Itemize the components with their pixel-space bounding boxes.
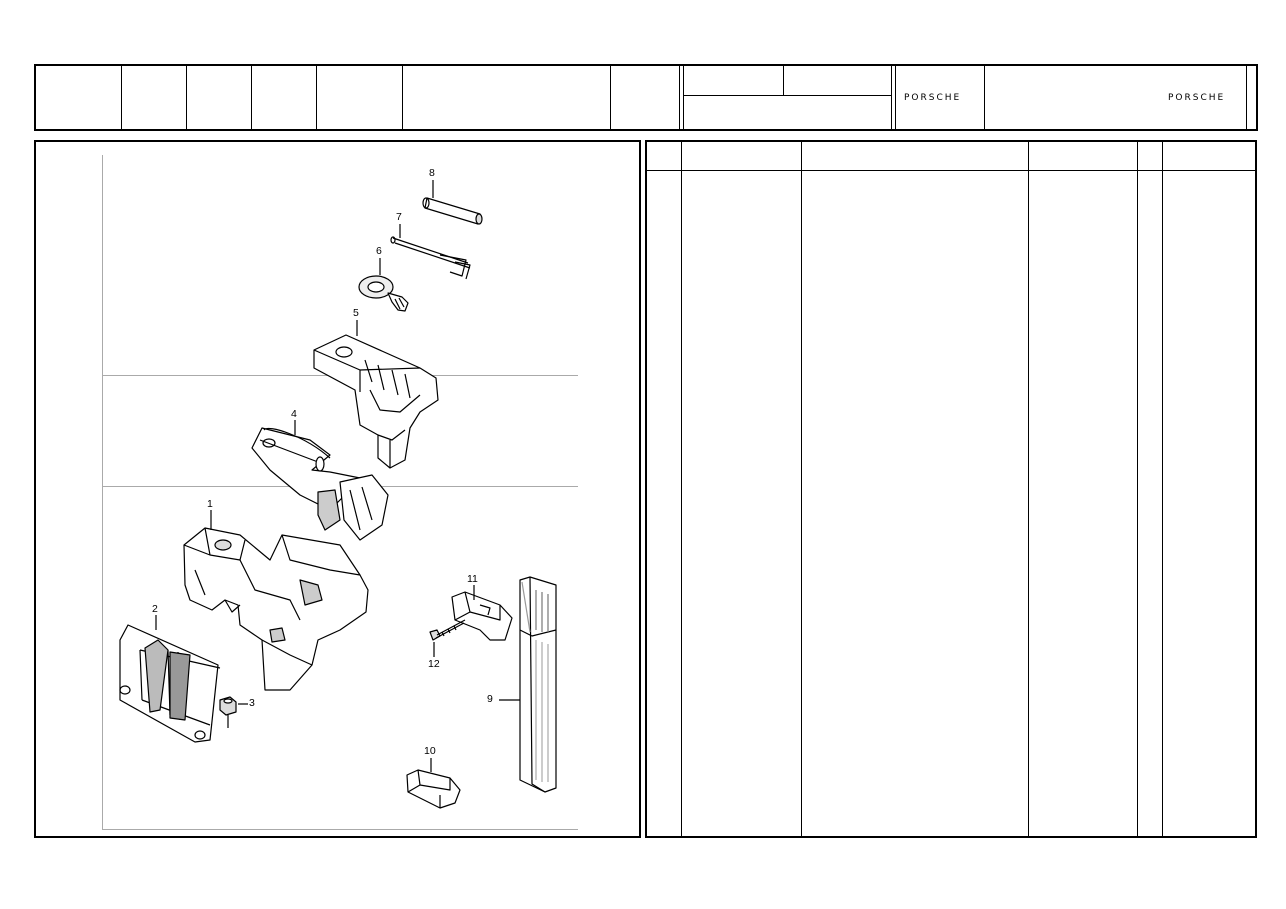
callout-3: 3 <box>249 697 255 709</box>
header-divider <box>316 66 317 129</box>
callout-1: 1 <box>207 498 213 510</box>
callout-11: 11 <box>467 573 478 585</box>
header-divider <box>783 66 784 95</box>
header-divider <box>1246 66 1247 129</box>
porsche-logo-left: PORSCHE <box>904 93 962 103</box>
table-column-divider <box>1028 142 1029 836</box>
callout-2: 2 <box>152 603 158 615</box>
header-divider <box>984 66 985 129</box>
parts-table-panel <box>645 140 1257 838</box>
part-2-shield <box>119 624 221 743</box>
header-subdivider <box>683 95 891 96</box>
table-column-divider <box>681 142 682 836</box>
header-divider <box>186 66 187 129</box>
header-divider <box>402 66 403 129</box>
callout-7: 7 <box>396 211 402 223</box>
table-column-divider <box>1137 142 1138 836</box>
header-divider <box>683 66 684 129</box>
porsche-logo-right: PORSCHE <box>1168 93 1226 103</box>
table-column-divider <box>1162 142 1163 836</box>
part-5-holder <box>313 334 439 469</box>
header-divider <box>679 66 680 129</box>
part-7-split-pin <box>390 236 471 280</box>
header-divider <box>891 66 892 129</box>
callout-5: 5 <box>353 307 359 319</box>
part-6-towing-eye <box>358 275 409 312</box>
callout-4: 4 <box>291 408 297 420</box>
diagram-panel <box>34 140 641 838</box>
part-12-screw <box>429 619 466 641</box>
part-10-small-pad <box>406 769 461 809</box>
part-1-main-holder <box>183 527 369 691</box>
table-column-divider <box>801 142 802 836</box>
part-4-bracket <box>251 427 389 541</box>
part-11-clip <box>451 591 513 641</box>
callout-10: 10 <box>424 745 436 757</box>
header-band <box>34 64 1258 131</box>
callout-12: 12 <box>428 658 440 670</box>
header-divider <box>895 66 896 129</box>
table-header-rule <box>647 170 1255 171</box>
part-8-pin <box>422 197 483 225</box>
part-3-nut <box>219 696 237 728</box>
callout-9: 9 <box>487 693 493 705</box>
drawing-frame-left <box>102 155 103 830</box>
callout-8: 8 <box>429 167 435 179</box>
header-divider <box>251 66 252 129</box>
callout-6: 6 <box>376 245 382 257</box>
part-9-tall-pad <box>519 576 557 793</box>
drawing-frame-bottom <box>102 829 578 830</box>
header-divider <box>610 66 611 129</box>
header-divider <box>121 66 122 129</box>
